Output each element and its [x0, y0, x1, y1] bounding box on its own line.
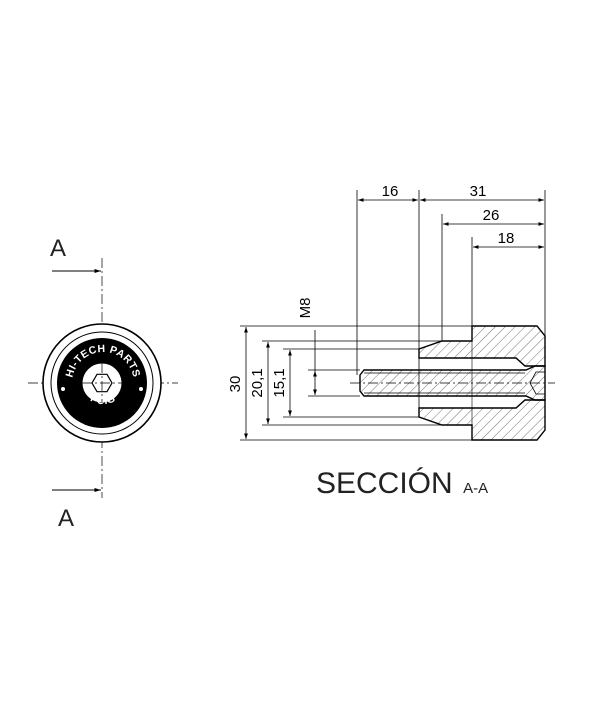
dim-26: 26	[483, 207, 500, 224]
dim-18: 18	[498, 230, 515, 247]
dim-31: 31	[470, 183, 487, 200]
section-hatch-top	[418, 325, 546, 367]
dim-15-1: 15,1	[271, 368, 288, 397]
section-marker-bottom: A	[58, 505, 74, 532]
dim-16: 16	[382, 183, 399, 200]
section-title-suffix: A-A	[463, 480, 488, 497]
dimensions: 16 31 26 18 30 20,1 15,1 M8	[227, 183, 544, 439]
section-hatch-bottom	[418, 399, 546, 441]
logo: HI-TECH PARTS PUIG	[42, 323, 162, 443]
dim-m8: M8	[297, 298, 314, 319]
section-title-main: SECCIÓN	[316, 467, 453, 500]
section-view	[240, 190, 555, 441]
section-marker-top: A	[50, 235, 66, 262]
dim-20-1: 20,1	[249, 368, 266, 397]
dim-30: 30	[227, 376, 244, 393]
svg-text:PUIG: PUIG	[89, 392, 118, 407]
front-view: A A HI-TECH PARTS PUIG	[28, 235, 178, 532]
logo-text-bottom: PUIG	[89, 392, 117, 407]
section-title: SECCIÓN A-A	[316, 467, 488, 500]
